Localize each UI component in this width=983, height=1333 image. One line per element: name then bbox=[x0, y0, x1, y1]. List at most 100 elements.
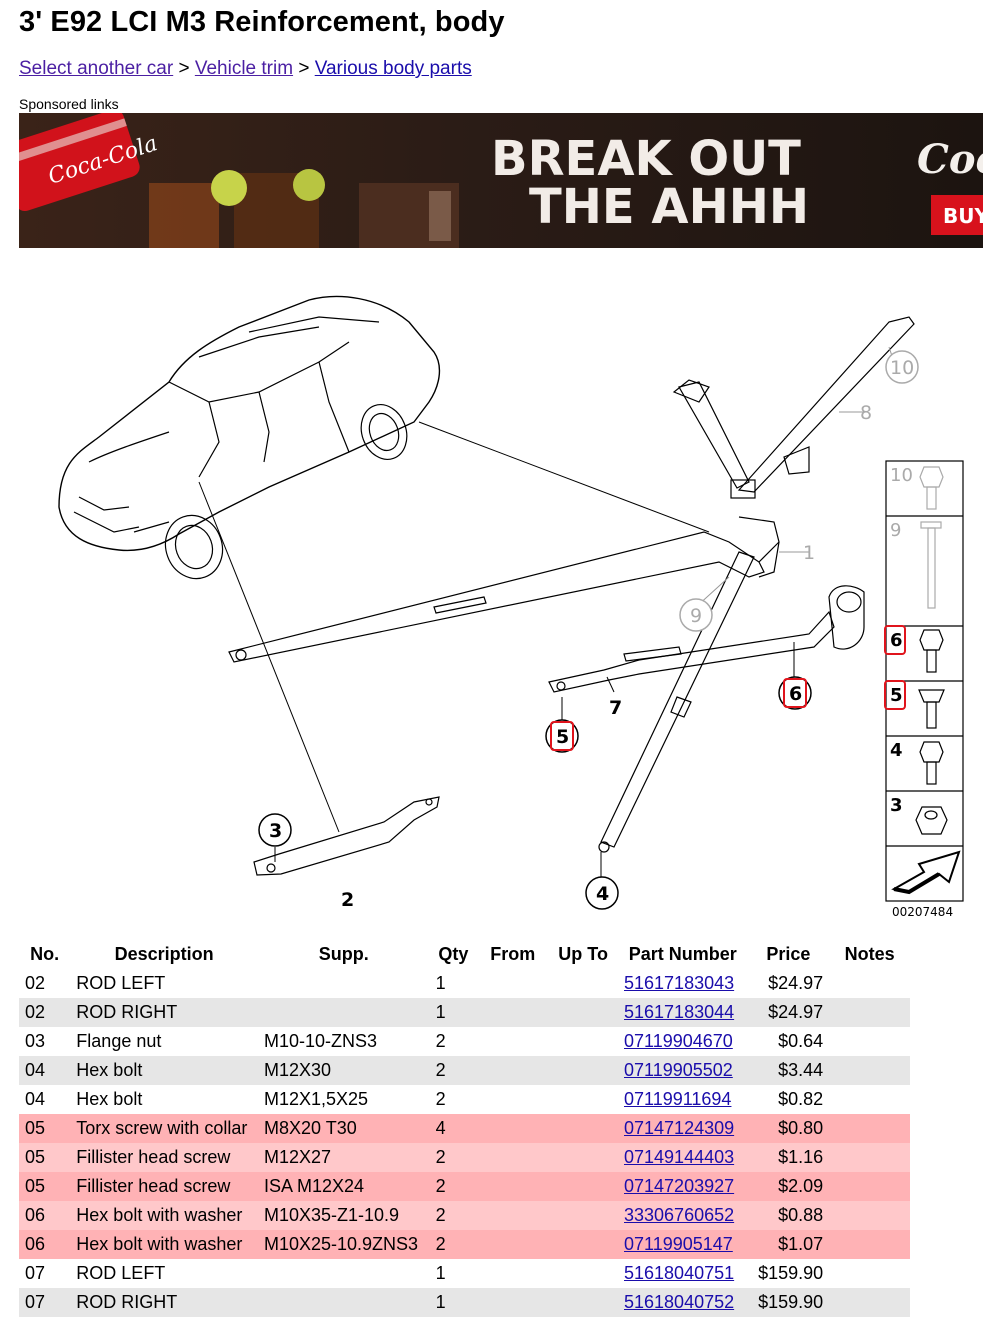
rod-part-4 bbox=[598, 551, 755, 853]
row-from bbox=[477, 1288, 549, 1317]
row-supp bbox=[257, 998, 430, 1027]
row-supp: M10X35-Z1-10.9 bbox=[257, 1201, 430, 1230]
row-from bbox=[477, 1230, 549, 1259]
row-part-number: 33306760652 bbox=[618, 1201, 748, 1230]
row-notes bbox=[829, 1027, 910, 1056]
col-notes: Notes bbox=[829, 940, 910, 969]
legend-label-6: 6 bbox=[890, 630, 903, 651]
row-notes bbox=[829, 1143, 910, 1172]
row-supp: M12X27 bbox=[257, 1143, 430, 1172]
ad-buy-button[interactable] bbox=[931, 195, 983, 235]
row-qty: 2 bbox=[429, 1143, 478, 1172]
row-qty: 4 bbox=[429, 1114, 478, 1143]
row-upto bbox=[548, 969, 618, 998]
row-qty: 2 bbox=[429, 1056, 478, 1085]
row-upto bbox=[548, 1259, 618, 1288]
figure-id: 00207484 bbox=[892, 905, 953, 919]
row-upto bbox=[548, 1085, 618, 1114]
part-number-link[interactable]: 07147203927 bbox=[624, 1176, 735, 1196]
row-description: ROD RIGHT bbox=[70, 998, 258, 1027]
breadcrumb: Select another car > Vehicle trim > Vari… bbox=[19, 58, 472, 80]
row-part-number: 07119905147 bbox=[618, 1230, 748, 1259]
breadcrumb-body-parts-link[interactable]: Various body parts bbox=[314, 58, 472, 79]
ad-banner[interactable]: Coca-Cola BREAK OUT THE AHHH Coca BUY bbox=[19, 113, 983, 248]
breadcrumb-separator: > bbox=[293, 58, 315, 79]
row-no: 05 bbox=[19, 1114, 71, 1143]
parts-diagram: 1 2 3 4 5 6 7 8 9 10 bbox=[19, 262, 983, 922]
row-qty: 1 bbox=[429, 998, 478, 1027]
part-number-link[interactable]: 51617183043 bbox=[624, 973, 735, 993]
part-number-link[interactable]: 07119905502 bbox=[624, 1060, 733, 1080]
callout-6: 6 bbox=[789, 683, 802, 705]
row-supp: M12X1,5X25 bbox=[257, 1085, 430, 1114]
rod-part-7 bbox=[548, 585, 865, 693]
row-from bbox=[477, 1085, 549, 1114]
part-number-link[interactable]: 33306760652 bbox=[624, 1205, 735, 1225]
row-description: Fillister head screw bbox=[70, 1172, 258, 1201]
callout-1: 1 bbox=[803, 542, 815, 564]
row-from bbox=[477, 1114, 549, 1143]
row-qty: 2 bbox=[429, 1201, 478, 1230]
row-part-number: 51617183043 bbox=[618, 969, 748, 998]
row-qty: 2 bbox=[429, 1172, 478, 1201]
part-number-link[interactable]: 51618040752 bbox=[624, 1292, 735, 1312]
row-notes bbox=[829, 1172, 910, 1201]
part-number-link[interactable]: 07119904670 bbox=[624, 1031, 733, 1051]
breadcrumb-vehicle-trim-link[interactable]: Vehicle trim bbox=[194, 58, 294, 79]
row-no: 04 bbox=[19, 1056, 71, 1085]
rod-part-2 bbox=[253, 796, 440, 876]
row-from bbox=[477, 1027, 549, 1056]
part-number-link[interactable]: 07119905147 bbox=[624, 1234, 733, 1254]
callout-4: 4 bbox=[596, 883, 609, 905]
row-notes bbox=[829, 1056, 910, 1085]
row-description: Hex bolt with washer bbox=[70, 1201, 258, 1230]
row-notes bbox=[829, 1085, 910, 1114]
col-no: No. bbox=[19, 940, 71, 969]
ad-headline-line1: BREAK OUT bbox=[491, 131, 801, 187]
page-title: 3' E92 LCI M3 Reinforcement, body bbox=[19, 6, 505, 38]
sponsored-label: Sponsored links bbox=[19, 96, 119, 112]
row-part-number: 07147124309 bbox=[618, 1114, 748, 1143]
row-upto bbox=[548, 1143, 618, 1172]
part-number-link[interactable]: 07119911694 bbox=[624, 1089, 732, 1109]
parts-diagram-drawing: 1 2 3 4 5 6 7 8 9 10 bbox=[58, 295, 964, 919]
row-upto bbox=[548, 1027, 618, 1056]
row-from bbox=[477, 1056, 549, 1085]
ad-brand-logo: Coca bbox=[917, 136, 983, 183]
col-qty: Qty bbox=[429, 940, 478, 969]
row-description: ROD LEFT bbox=[70, 1259, 258, 1288]
col-part-number: Part Number bbox=[618, 940, 748, 969]
row-from bbox=[477, 998, 549, 1027]
rod-part-1 bbox=[228, 516, 780, 663]
row-notes bbox=[829, 998, 910, 1027]
legend-label-10: 10 bbox=[890, 465, 913, 486]
part-number-link[interactable]: 51617183044 bbox=[624, 1002, 735, 1022]
callout-9: 9 bbox=[690, 605, 702, 627]
row-part-number: 07149144403 bbox=[618, 1143, 748, 1172]
breadcrumb-select-car-link[interactable]: Select another car bbox=[19, 58, 174, 79]
part-number-link[interactable]: 07147124309 bbox=[624, 1118, 735, 1138]
ad-headline-line2: THE AHHH bbox=[529, 179, 809, 235]
row-qty: 2 bbox=[429, 1230, 478, 1259]
row-part-number: 07119911694 bbox=[618, 1085, 748, 1114]
legend-label-5: 5 bbox=[890, 685, 903, 706]
row-price: $24.97 bbox=[747, 998, 830, 1027]
col-price: Price bbox=[747, 940, 830, 969]
row-description: Hex bolt with washer bbox=[70, 1230, 258, 1259]
row-part-number: 07119905502 bbox=[618, 1056, 748, 1085]
row-from bbox=[477, 1201, 549, 1230]
parts-table: No. Description Supp. Qty From Up To Par… bbox=[19, 940, 910, 1317]
part-number-link[interactable]: 07149144403 bbox=[624, 1147, 735, 1167]
row-description: Torx screw with collar bbox=[70, 1114, 258, 1143]
legend-label-9: 9 bbox=[890, 520, 901, 541]
callout-10: 10 bbox=[890, 357, 914, 379]
row-price: $24.97 bbox=[747, 969, 830, 998]
row-no: 02 bbox=[19, 969, 71, 998]
part-number-link[interactable]: 51618040751 bbox=[624, 1263, 735, 1283]
row-from bbox=[477, 1259, 549, 1288]
